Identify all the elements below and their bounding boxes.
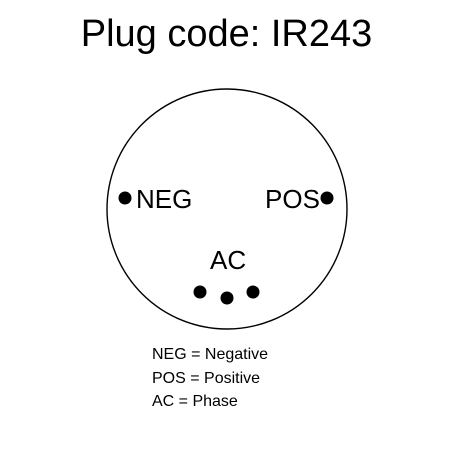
neg-pin-dot xyxy=(118,191,132,205)
ac-pin-dot-center xyxy=(220,291,234,305)
legend-item-pos: POS = Positive xyxy=(152,369,261,387)
plug-outline xyxy=(106,88,348,330)
legend-item-ac: AC = Phase xyxy=(152,393,238,410)
pos-pin-label: POS xyxy=(265,184,320,214)
neg-pin-label: NEG xyxy=(136,184,193,214)
ac-pin-label: AC xyxy=(210,245,247,275)
ac-pin-dot-left xyxy=(193,285,207,299)
diagram-title: Plug code: IR243 xyxy=(80,13,373,55)
legend-item-neg: NEG = Negative xyxy=(152,346,269,363)
legend: NEG = Negative POS = Positive AC = Phase xyxy=(152,343,268,414)
ac-pin-dot-right xyxy=(246,285,260,299)
pos-pin-dot xyxy=(320,191,334,205)
